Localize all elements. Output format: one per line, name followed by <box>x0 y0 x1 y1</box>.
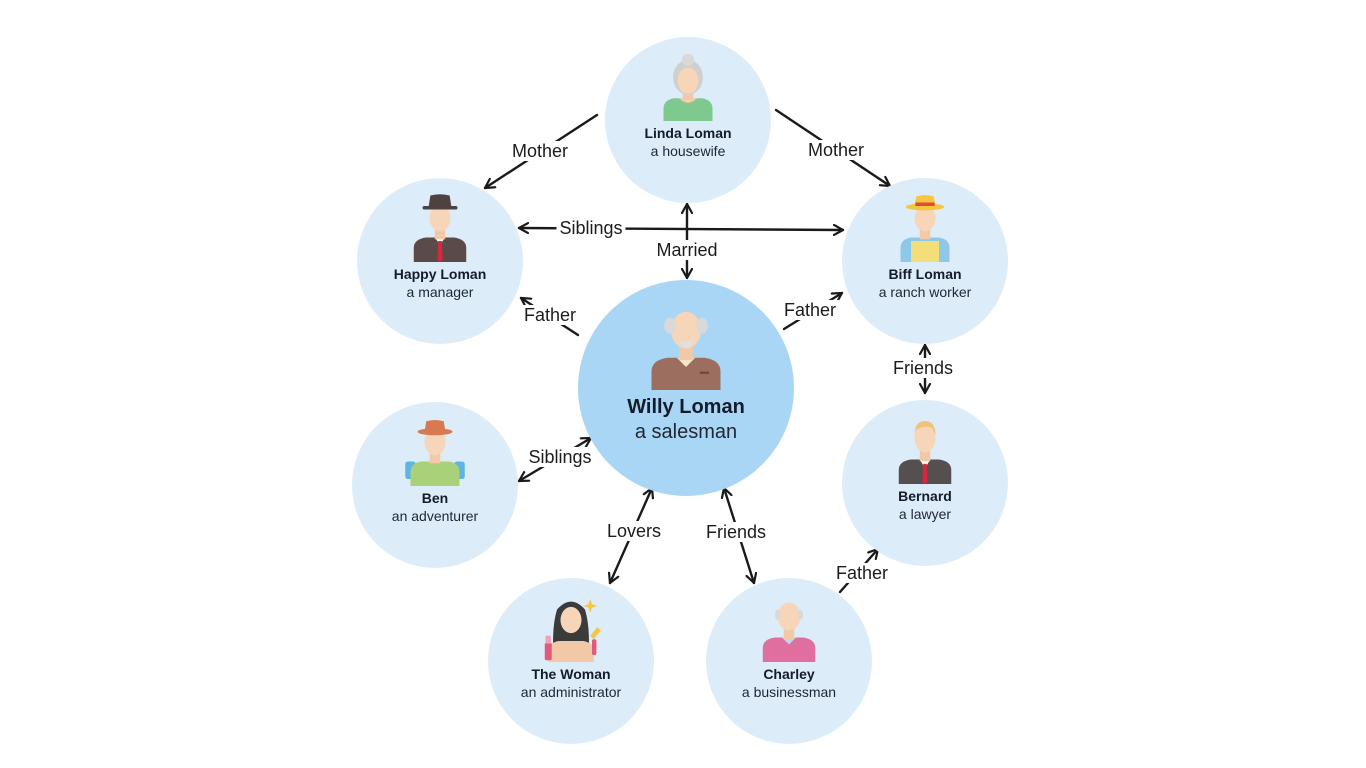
node-name: Charley <box>763 666 815 682</box>
edge-label-father-biff: Father <box>780 300 840 320</box>
node-name: The Woman <box>531 666 611 682</box>
node-role: an administrator <box>520 684 622 700</box>
node-role: a businessman <box>741 684 837 700</box>
edge-label-friends-willy-charley: Friends <box>702 522 770 542</box>
edge-label-siblings-happy-biff: Siblings <box>556 218 626 238</box>
edge-label-father-happy: Father <box>520 305 580 325</box>
explorer-backpack-avatar-icon <box>405 419 465 486</box>
node-role: a housewife <box>650 143 726 159</box>
node-linda-loman[interactable]: Linda Loman a housewife <box>605 37 771 203</box>
node-name: Biff Loman <box>888 266 962 282</box>
node-role: a manager <box>406 284 474 300</box>
bald-elderly-man-avatar-icon <box>762 602 816 662</box>
edge-label-mother-biff: Mother <box>804 140 868 160</box>
edge-label-mother-happy: Mother <box>508 141 572 161</box>
node-willy-loman[interactable]: Willy Loman a salesman <box>578 280 794 496</box>
node-ben[interactable]: Ben an adventurer <box>352 402 518 568</box>
node-happy-loman[interactable]: Happy Loman a manager <box>357 178 523 344</box>
edge-label-friends-biff-bernard: Friends <box>889 358 957 378</box>
businessman-suit-avatar-icon <box>898 421 952 484</box>
man-in-hat-suit-avatar-icon <box>413 194 467 262</box>
edge-label-married: Married <box>653 240 721 260</box>
node-bernard[interactable]: Bernard a lawyer <box>842 400 1008 566</box>
edge-label-siblings-willy-ben: Siblings <box>525 447 595 467</box>
farmer-straw-hat-avatar-icon <box>900 195 950 262</box>
node-name: Willy Loman <box>627 396 745 418</box>
node-name: Linda Loman <box>644 125 732 141</box>
node-role: a lawyer <box>898 506 952 522</box>
edge-label-father-charley-bernard: Father <box>832 563 892 583</box>
elderly-man-avatar-icon <box>651 311 721 390</box>
edge-label-lovers: Lovers <box>603 521 665 541</box>
node-name: Bernard <box>898 488 952 504</box>
node-role: an adventurer <box>391 508 479 524</box>
node-name: Ben <box>421 490 449 506</box>
woman-with-makeup-avatar-icon <box>544 599 601 662</box>
node-charley[interactable]: Charley a businessman <box>706 578 872 744</box>
node-role: a salesman <box>634 421 738 443</box>
node-name: Happy Loman <box>393 266 487 282</box>
node-biff-loman[interactable]: Biff Loman a ranch worker <box>842 178 1008 344</box>
elderly-woman-avatar-icon <box>663 53 713 121</box>
node-the-woman[interactable]: The Woman an administrator <box>488 578 654 744</box>
node-role: a ranch worker <box>878 284 972 300</box>
